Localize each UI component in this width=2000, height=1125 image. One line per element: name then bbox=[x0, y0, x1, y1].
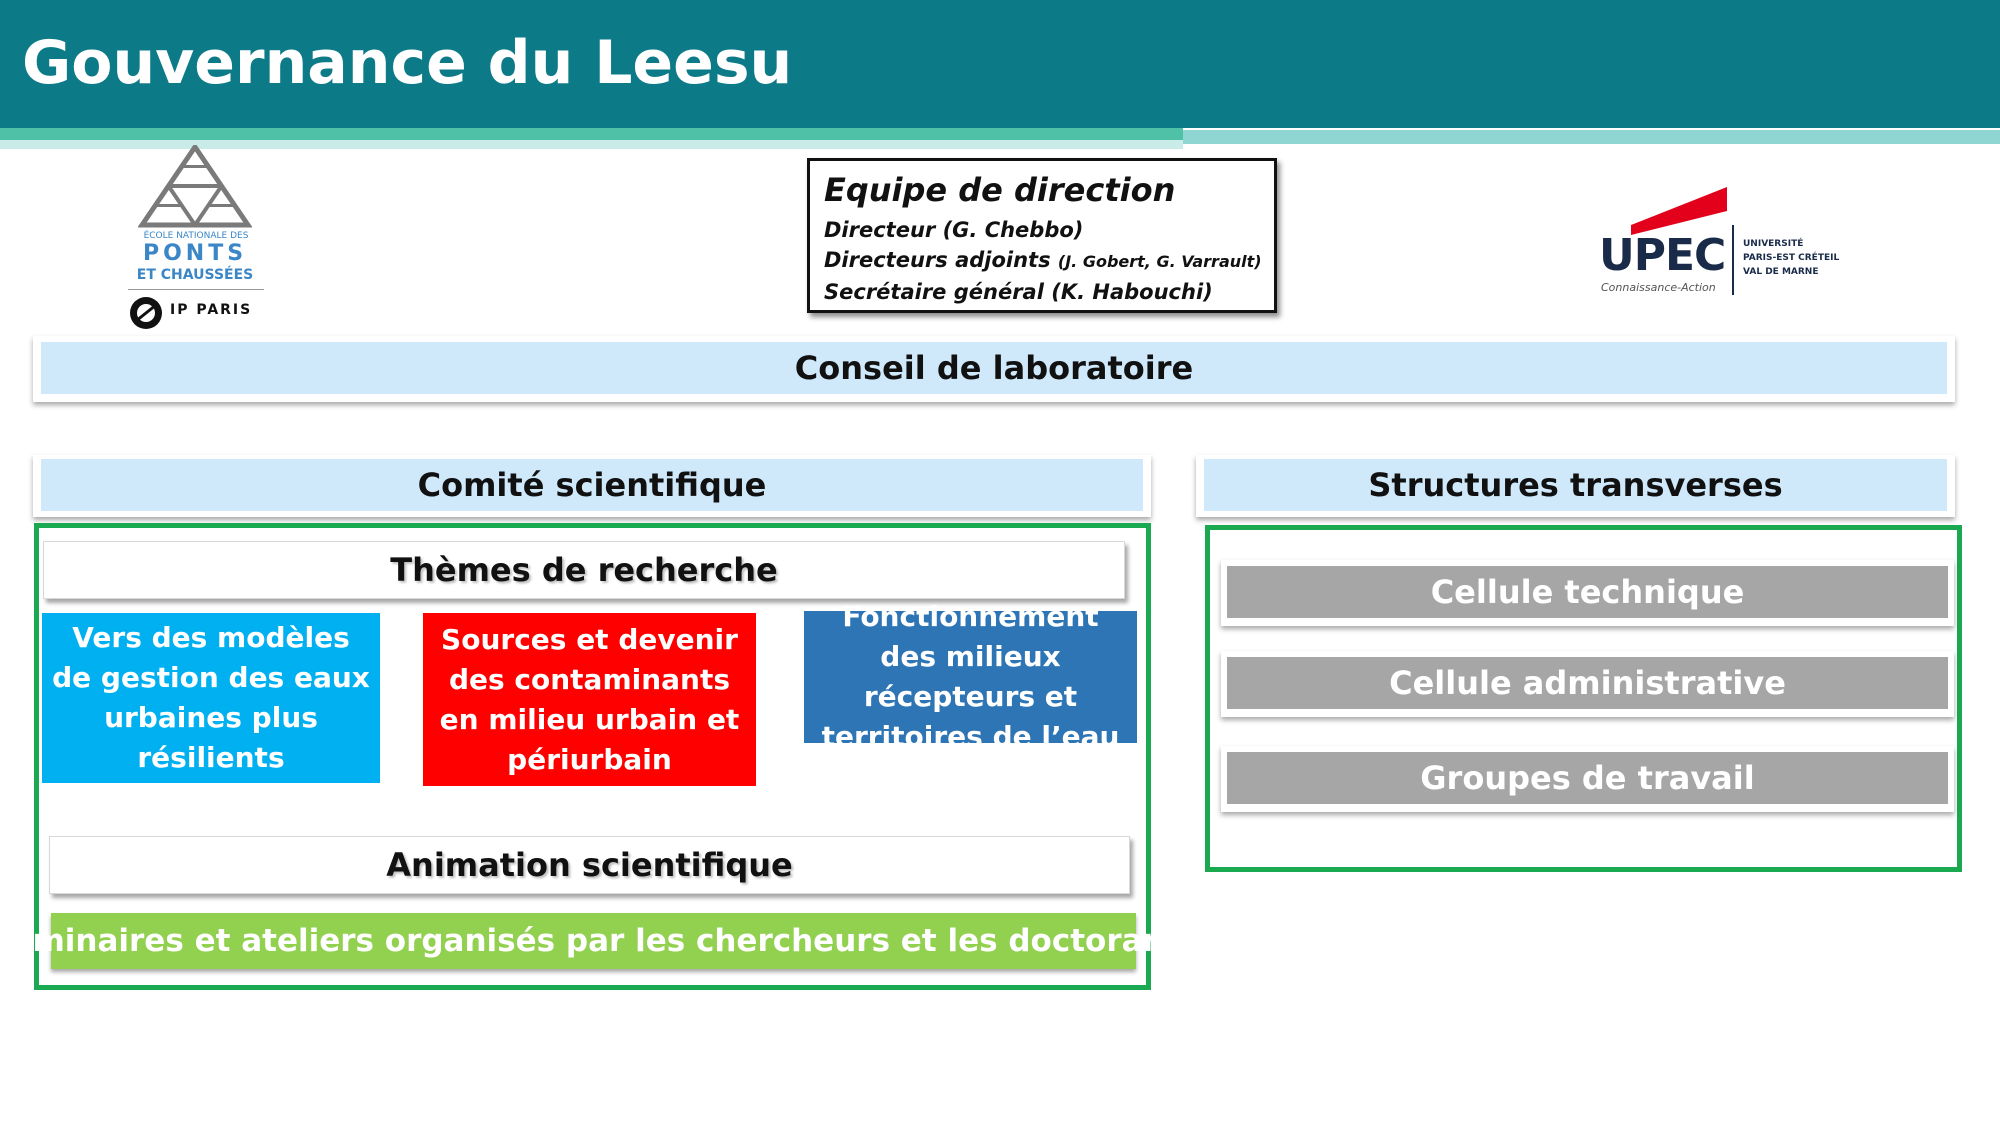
adjoints-names: (J. Gobert, G. Varrault) bbox=[1057, 252, 1262, 271]
theme-box-2: Sources et devenir des contaminants en m… bbox=[423, 613, 756, 786]
seminaires-banner: Séminaires et ateliers organisés par les… bbox=[0, 913, 1198, 969]
upec-university: UNIVERSITÉ PARIS-EST CRÉTEIL VAL DE MARN… bbox=[1743, 237, 1839, 279]
ponts-logo: ÉCOLE NATIONALE DES PONTS ET CHAUSSÉES I… bbox=[120, 145, 270, 333]
upec-tagline: Connaissance-Action bbox=[1601, 281, 1716, 294]
comite-bar: Comité scientifique bbox=[41, 459, 1143, 511]
cellule-administrative: Cellule administrative bbox=[1227, 657, 1948, 709]
upec-line: UNIVERSITÉ bbox=[1743, 239, 1804, 249]
direction-box: Equipe de direction Directeur (G. Chebbo… bbox=[807, 158, 1277, 313]
groupes-de-travail: Groupes de travail bbox=[1227, 752, 1948, 804]
header-stripe bbox=[0, 128, 1183, 140]
page-title: Gouvernance du Leesu bbox=[22, 28, 793, 98]
logo-divider bbox=[128, 289, 264, 290]
upec-name: UPEC bbox=[1599, 230, 1726, 281]
theme-label: Fonctionnement des milieux récepteurs et… bbox=[821, 600, 1120, 753]
header-band bbox=[0, 0, 2000, 128]
conseil-bar: Conseil de laboratoire bbox=[41, 342, 1947, 394]
themes-title: Thèmes de recherche bbox=[43, 541, 1125, 599]
header-stripe bbox=[0, 140, 1183, 149]
directeur-line: Directeur (G. Chebbo) bbox=[824, 218, 1084, 242]
theme-box-3: Fonctionnement des milieux récepteurs et… bbox=[804, 600, 1137, 753]
ponts-small-text: ÉCOLE NATIONALE DES bbox=[143, 231, 249, 241]
upec-swoosh-icon bbox=[1631, 187, 1727, 235]
upec-line: VAL DE MARNE bbox=[1743, 267, 1819, 277]
theme-box-1: Vers des modèles de gestion des eaux urb… bbox=[42, 613, 380, 783]
cellule-technique: Cellule technique bbox=[1227, 566, 1948, 618]
ip-paris-icon bbox=[130, 297, 162, 329]
secretaire-line: Secrétaire général (K. Habouchi) bbox=[824, 280, 1213, 304]
header-stripe bbox=[1183, 130, 2000, 144]
ponts-subtitle: ET CHAUSSÉES bbox=[136, 267, 254, 283]
pyramid-icon bbox=[138, 145, 252, 228]
theme-label: Vers des modèles de gestion des eaux urb… bbox=[52, 621, 370, 774]
comite-container: Comité scientifique bbox=[33, 455, 1151, 517]
gray-item-container: Cellule administrative bbox=[1221, 651, 1954, 717]
adjoints-line: Directeurs adjoints (J. Gobert, G. Varra… bbox=[824, 245, 1262, 277]
adjoints-label: Directeurs adjoints bbox=[824, 248, 1051, 272]
theme-label: Sources et devenir des contaminants en m… bbox=[439, 622, 740, 776]
gray-item-container: Cellule technique bbox=[1221, 560, 1954, 626]
ip-paris-label: IP PARIS bbox=[170, 302, 253, 318]
conseil-container: Conseil de laboratoire bbox=[33, 336, 1955, 402]
animation-title: Animation scientifique bbox=[49, 836, 1130, 894]
gray-item-container: Groupes de travail bbox=[1221, 746, 1954, 812]
logo-divider bbox=[1732, 225, 1734, 295]
structures-bar: Structures transverses bbox=[1204, 459, 1947, 511]
direction-title: Equipe de direction bbox=[824, 171, 1176, 209]
upec-logo: UPEC Connaissance-Action UNIVERSITÉ PARI… bbox=[1595, 185, 1855, 295]
upec-line: PARIS-EST CRÉTEIL bbox=[1743, 253, 1840, 263]
ponts-name: PONTS bbox=[142, 241, 248, 266]
structures-container: Structures transverses bbox=[1196, 455, 1955, 517]
